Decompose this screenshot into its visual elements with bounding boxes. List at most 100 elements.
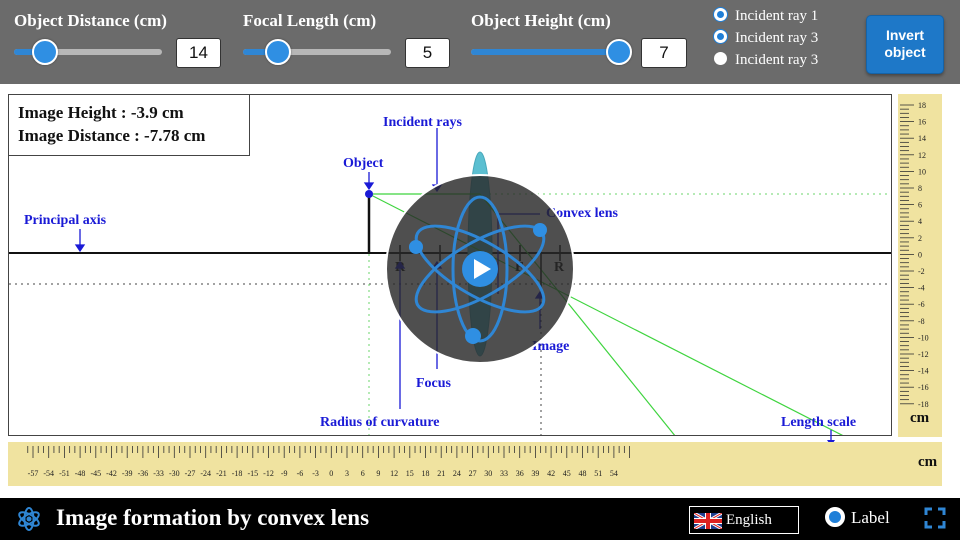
incident-rays-label: Incident rays bbox=[383, 115, 463, 130]
language-selector[interactable]: English bbox=[689, 506, 799, 534]
ruler-tick-label: 3 bbox=[345, 469, 349, 478]
ruler-tick-label: 27 bbox=[469, 469, 477, 478]
incident-ray-1-radio[interactable]: Incident ray 1 bbox=[714, 8, 818, 26]
ruler-tick-label: -57 bbox=[28, 469, 39, 478]
focal-length-input[interactable]: 5 bbox=[405, 38, 450, 68]
ruler-tick-label: 18 bbox=[422, 469, 430, 478]
ruler-tick-label: -2 bbox=[918, 267, 925, 276]
image-height-readout: Image Height : -3.9 cm bbox=[18, 103, 184, 122]
ruler-tick-label: 2 bbox=[918, 234, 922, 243]
focal-length-slider[interactable] bbox=[243, 39, 391, 65]
control-toolbar: Object Distance (cm) 14 Focal Length (cm… bbox=[0, 0, 960, 84]
ruler-tick-label: 30 bbox=[484, 469, 492, 478]
ruler-tick-label: -48 bbox=[75, 469, 86, 478]
ruler-tick-label: -39 bbox=[122, 469, 133, 478]
horizontal-scale-unit: cm bbox=[918, 454, 938, 470]
incident-ray-3-radio[interactable]: Incident ray 3 bbox=[714, 52, 818, 70]
ruler-tick-label: 4 bbox=[918, 217, 922, 226]
electron-dot-2 bbox=[533, 223, 547, 237]
object-distance-slider-fill bbox=[14, 49, 44, 55]
ruler-tick-label: -6 bbox=[297, 469, 304, 478]
ray-diagram: R F R Principal ax bbox=[9, 115, 891, 446]
ruler-tick-label: -27 bbox=[185, 469, 196, 478]
ruler-tick-label: -12 bbox=[263, 469, 274, 478]
object-tip-handle[interactable] bbox=[365, 190, 373, 198]
ruler-tick-label: 12 bbox=[918, 151, 926, 160]
electron-dot-3 bbox=[465, 328, 481, 344]
ruler-tick-label: -30 bbox=[169, 469, 180, 478]
ruler-tick-label: 18 bbox=[918, 101, 926, 110]
object-distance-input[interactable]: 14 bbox=[176, 38, 221, 68]
ruler-tick-label: 16 bbox=[918, 118, 926, 127]
ruler-tick-label: -36 bbox=[138, 469, 149, 478]
ruler-tick-label: -16 bbox=[918, 383, 929, 392]
fullscreen-icon[interactable] bbox=[924, 507, 946, 529]
ruler-tick-label: -6 bbox=[918, 300, 925, 309]
label-toggle-text: Label bbox=[851, 508, 890, 527]
ruler-tick-label: 15 bbox=[406, 469, 414, 478]
object-height-slider-knob[interactable] bbox=[606, 39, 632, 65]
ruler-tick-label: -33 bbox=[153, 469, 164, 478]
measurement-readout: Image Height : -3.9 cm Image Distance : … bbox=[8, 94, 250, 156]
ruler-tick-label: 33 bbox=[500, 469, 508, 478]
length-scale-label: Length scale bbox=[781, 415, 856, 430]
ruler-tick-label: 42 bbox=[547, 469, 555, 478]
ruler-tick-label: 21 bbox=[437, 469, 445, 478]
object-label: Object bbox=[343, 156, 384, 171]
ruler-tick-label: 12 bbox=[390, 469, 398, 478]
incident-ray-2-radio[interactable]: Incident ray 3 bbox=[714, 30, 818, 48]
principal-axis-label: Principal axis bbox=[24, 213, 107, 228]
ruler-tick-label: 6 bbox=[361, 469, 365, 478]
ruler-tick-label: -18 bbox=[918, 400, 929, 409]
principal-axis-arrowhead bbox=[74, 244, 86, 253]
simulation-stage: R F R Principal ax bbox=[0, 84, 960, 498]
object-height-input[interactable]: 7 bbox=[641, 38, 687, 68]
invert-object-button[interactable]: Invert object bbox=[866, 15, 944, 74]
incident-ray-3-label: Incident ray 3 bbox=[735, 52, 819, 68]
ruler-tick-label: -15 bbox=[247, 469, 258, 478]
app-title: Image formation by convex lens bbox=[56, 505, 370, 530]
ruler-tick-label: 51 bbox=[594, 469, 602, 478]
focal-length-label: Focal Length (cm) bbox=[243, 11, 377, 30]
object-height-label: Object Height (cm) bbox=[471, 11, 611, 30]
ruler-tick-label: -9 bbox=[281, 469, 288, 478]
object-distance-slider[interactable] bbox=[14, 39, 162, 65]
focal-length-slider-knob[interactable] bbox=[265, 39, 291, 65]
radius-of-curvature-label: Radius of curvature bbox=[320, 415, 440, 430]
object-height-slider[interactable] bbox=[471, 39, 632, 65]
object-distance-label: Object Distance (cm) bbox=[14, 11, 167, 30]
ruler-tick-label: -12 bbox=[918, 350, 929, 359]
ruler-tick-label: -18 bbox=[232, 469, 243, 478]
horizontal-length-scale: -57-54-51-48-45-42-39-36-33-30-27-24-21-… bbox=[8, 442, 942, 486]
image-label: Image bbox=[532, 339, 569, 354]
ruler-tick-label: -10 bbox=[918, 333, 929, 342]
ruler-tick-label: -54 bbox=[43, 469, 54, 478]
vertical-scale-unit: cm bbox=[910, 410, 930, 426]
ruler-tick-label: 48 bbox=[579, 469, 587, 478]
ruler-tick-label: 14 bbox=[918, 134, 926, 143]
focus-label: Focus bbox=[416, 376, 452, 391]
play-overlay[interactable] bbox=[385, 174, 575, 364]
ruler-tick-label: 8 bbox=[918, 184, 922, 193]
ruler-tick-label: -21 bbox=[216, 469, 227, 478]
atom-icon bbox=[18, 507, 40, 531]
ruler-tick-label: -45 bbox=[90, 469, 101, 478]
ruler-tick-label: 9 bbox=[376, 469, 380, 478]
play-icon[interactable] bbox=[474, 259, 491, 279]
footer-bar: Image formation by convex lens English L… bbox=[0, 498, 960, 540]
radio-unselected-icon bbox=[714, 52, 727, 65]
ruler-tick-label: -3 bbox=[312, 469, 319, 478]
language-label: English bbox=[726, 512, 772, 528]
label-toggle-on-icon bbox=[825, 507, 845, 527]
ruler-tick-label: -8 bbox=[918, 317, 925, 326]
ruler-tick-label: -42 bbox=[106, 469, 117, 478]
ruler-tick-label: 10 bbox=[918, 167, 926, 176]
object-arrowhead bbox=[363, 182, 375, 191]
ruler-tick-label: 24 bbox=[453, 469, 461, 478]
label-toggle[interactable]: Label bbox=[825, 507, 890, 528]
electron-dot-1 bbox=[409, 240, 423, 254]
object-height-slider-fill bbox=[471, 49, 623, 55]
object-distance-slider-knob[interactable] bbox=[32, 39, 58, 65]
